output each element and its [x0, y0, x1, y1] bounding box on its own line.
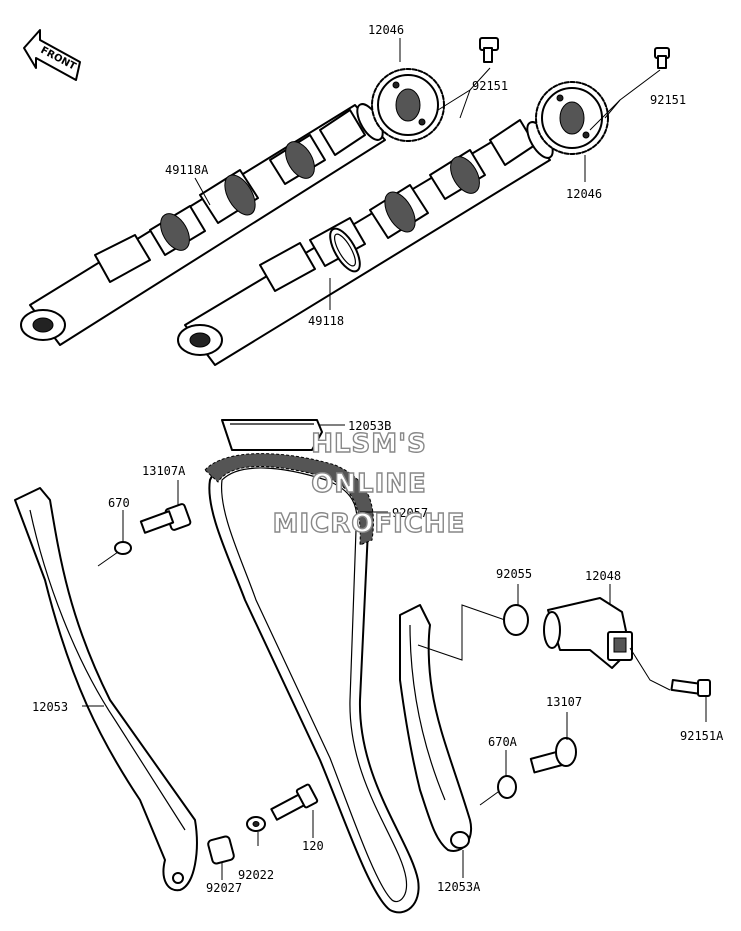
o-ring-670A	[497, 775, 517, 799]
label-12053B: 12053B	[348, 419, 391, 433]
bolt-13107	[529, 737, 577, 774]
front-arrow-icon: FRONT	[23, 29, 81, 81]
sprocket-12046-top	[371, 68, 445, 142]
watermark-line-3: MICROFICHE	[273, 509, 466, 539]
label-12046-right: 12046	[566, 187, 602, 201]
washer-92022	[246, 816, 266, 832]
label-670: 670	[108, 496, 130, 510]
watermark-line-1: HLSM'S	[311, 429, 427, 459]
o-ring-92055	[503, 604, 529, 636]
label-12053: 12053	[32, 700, 68, 714]
bolt-92151-b	[654, 47, 670, 69]
label-120: 120	[302, 839, 324, 853]
leader-lines	[82, 38, 707, 880]
label-92151-b: 92151	[650, 93, 686, 107]
tensioner-12048	[543, 597, 633, 669]
label-49118: 49118	[308, 314, 344, 328]
watermark-line-2: ONLINE	[311, 469, 427, 499]
bolt-92151-a	[479, 37, 499, 63]
label-670A: 670A	[488, 735, 518, 749]
label-92151-a: 92151	[472, 79, 508, 93]
label-92027: 92027	[206, 881, 242, 895]
label-92022: 92022	[238, 868, 274, 882]
bolt-92151A	[670, 678, 711, 697]
bolt-13107A	[139, 503, 192, 534]
label-13107: 13107	[546, 695, 582, 709]
sprocket-12046-right	[535, 81, 609, 155]
label-12046-top: 12046	[368, 23, 404, 37]
label-92151A: 92151A	[680, 729, 724, 743]
label-92055: 92055	[496, 567, 532, 581]
tensioner-guide-12053A	[399, 604, 473, 852]
watermark: HLSM'S ONLINE MICROFICHE	[272, 428, 466, 539]
label-12048: 12048	[585, 569, 621, 583]
camshaft-49118A	[20, 103, 386, 346]
cam-chain-92057	[204, 453, 420, 914]
collar-92027	[207, 835, 235, 865]
label-49118A: 49118A	[165, 163, 209, 177]
guide-12053B	[221, 419, 323, 451]
label-12053A: 12053A	[437, 880, 481, 894]
bolt-120	[270, 783, 319, 821]
camshaft-49118	[177, 119, 554, 366]
chain-guide-12053	[14, 487, 198, 892]
label-92057: 92057	[392, 506, 428, 520]
label-13107A: 13107A	[142, 464, 186, 478]
